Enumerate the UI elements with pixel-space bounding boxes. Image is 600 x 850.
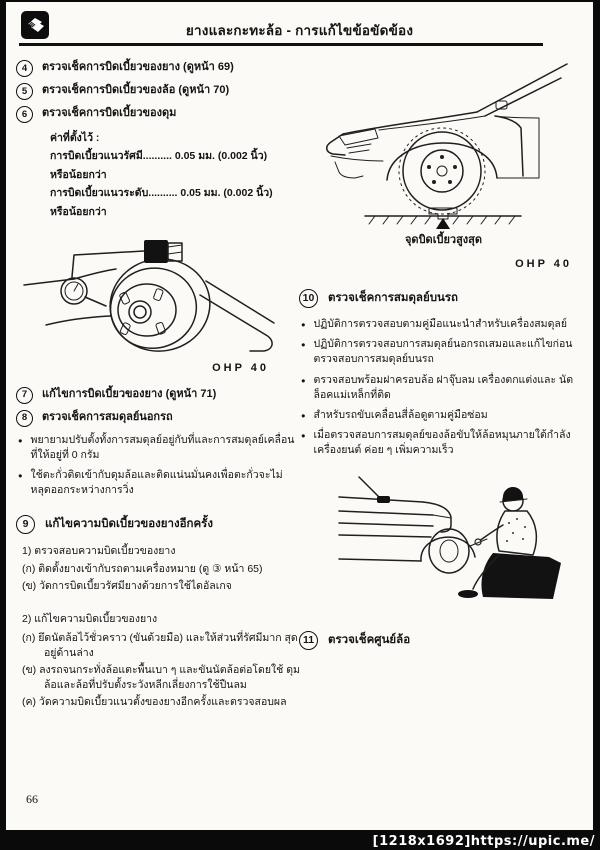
spec-line: การบิดเบี้ยวแนวรัศมี.......... 0.05 มม. …	[50, 150, 268, 163]
bullet-item: ปฏิบัติการตรวจสอบการสมดุลย์นอกรถเสมอและแ…	[301, 337, 588, 367]
sublist-heading: 2) แก้ไขความบิดเบี้ยวของยาง	[22, 613, 158, 626]
figure-car-front-runout-point	[326, 63, 568, 229]
list-item: 8 ตรวจเช็คการสมดุลย์นอกรถ	[16, 409, 303, 427]
list-item: 7 แก้ไขการบิดเบี้ยวของยาง (ดูหน้า 71)	[16, 386, 303, 404]
page-title: ยางและกะทะล้อ - การแก้ไขข้อขัดข้อง	[185, 23, 414, 38]
section-11-heading: 11 ตรวจเช็คศูนย์ล้อ	[299, 630, 588, 650]
bullet-item: พยายามปรับตั้งทั้งการสมดุลย์อยู่กับที่แล…	[18, 433, 303, 463]
bullet-text: สำหรับรถขับเคลื่อนสี่ล้อดูตามคู่มือซ่อม	[313, 408, 488, 421]
bullet-item: สำหรับรถขับเคลื่อนสี่ล้อดูตามคู่มือซ่อม	[301, 408, 588, 423]
bullet-text: ใช้ตะกั่วติดเข้ากับดุมล้อและติดแน่นมั่นค…	[30, 469, 283, 497]
circled-number: 5	[16, 83, 33, 100]
list-item-text: แก้ไขการบิดเบี้ยวของยาง (ดูหน้า 71)	[42, 387, 217, 400]
spec-line: หรือน้อยกว่า	[50, 168, 107, 181]
figure-mechanic-on-car-balance	[338, 475, 561, 599]
list-item-text: ตรวจเช็คการบิดเบี้ยวของล้อ (ดูหน้า 70)	[42, 84, 230, 96]
sublist-item: (ก) ยึดนัตล้อไว้ชั่วคราว (ขันด้วยมือ) แล…	[22, 631, 298, 659]
section-title: ตรวจเช็คศูนย์ล้อ	[328, 633, 411, 646]
right-column: จุดบิดเบี้ยวสูงสุด OHP 40 10 ตรวจเช็คการ…	[299, 58, 588, 650]
section-10-heading: 10 ตรวจเช็คการสมดุลย์บนรถ	[299, 288, 588, 308]
figure-caption: จุดบิดเบี้ยวสูงสุด	[404, 234, 483, 246]
circled-number: 10	[299, 288, 318, 308]
list-item-text: ตรวจเช็คการสมดุลย์นอกรถ	[42, 410, 173, 423]
circled-number: 9	[16, 514, 35, 534]
list-item: 4 ตรวจเช็คการบิดเบี้ยวของยาง (ดูหน้า 69)	[16, 60, 303, 77]
manual-logo	[21, 11, 49, 39]
circled-number: 6	[16, 106, 33, 123]
bullet-text: เมื่อตรวจสอบการสมดุลย์ของล้อขับให้ล้อหมุ…	[313, 429, 571, 457]
page-number: 66	[26, 792, 38, 806]
figure-label-ohp: OHP 40	[515, 257, 572, 270]
header-divider	[19, 43, 543, 46]
list-item: 5 ตรวจเช็คการบิดเบี้ยวของล้อ (ดูหน้า 70)	[16, 83, 303, 100]
spec-block: ค่าที่ตั้งไว้ : การบิดเบี้ยวแนวรัศมี....…	[50, 129, 303, 221]
spec-line: การบิดเบี้ยวแนวระดับ.......... 0.05 มม. …	[50, 187, 273, 200]
bullet-item: ใช้ตะกั่วติดเข้ากับดุมล้อและติดแน่นมั่นค…	[18, 468, 303, 498]
circled-number: 4	[16, 60, 33, 77]
bullet-item: ตรวจสอบพร้อมฝาครอบล้อ ฝาจุ๊บลม เครื่องตก…	[301, 373, 588, 403]
list-item: 6 ตรวจเช็คการบิดเบี้ยวของดุม	[16, 106, 303, 123]
bullet-item: ปฏิบัติการตรวจสอบตามคู่มือแนะนำสำหรับเคร…	[301, 317, 588, 332]
section-title: แก้ไขความบิดเบี้ยวของยางอีกครั้ง	[45, 517, 213, 530]
bullet-text: พยายามปรับตั้งทั้งการสมดุลย์อยู่กับที่แล…	[30, 433, 295, 462]
figure-label-ohp: OHP 40	[212, 361, 269, 374]
spec-line: หรือน้อยกว่า	[50, 205, 107, 218]
bullet-text: ตรวจสอบพร้อมฝาครอบล้อ ฝาจุ๊บลม เครื่องตก…	[313, 373, 574, 401]
watermark-text: [1218x1692]https://upic.me/	[372, 834, 595, 849]
sublist-item: (ข) ลงรถจนกระทั่งล้อแตะพื้นเบา ๆ และขันน…	[22, 664, 300, 692]
section-9-heading: 9 แก้ไขความบิดเบี้ยวของยางอีกครั้ง	[16, 514, 303, 534]
paper-page: ยางและกะทะล้อ - การแก้ไขข้อขัดข้อง 4 ตรว…	[6, 2, 593, 830]
list-item-text: ตรวจเช็คการบิดเบี้ยวของดุม	[42, 107, 177, 119]
sublist-heading: 1) ตรวจสอบความบิดเบี้ยวของยาง	[22, 544, 176, 557]
sublist-item: (ก) ติดตั้งยางเข้ากับรถตามเครื่องหมาย (ด…	[22, 562, 263, 575]
circled-number: 11	[299, 630, 318, 650]
figure-hub-runout-dial-gauge	[23, 239, 275, 352]
bullet-text: ปฏิบัติการตรวจสอบตามคู่มือแนะนำสำหรับเคร…	[313, 317, 568, 330]
circled-number: 7	[16, 386, 33, 404]
sublist-item: (ค) วัดความบิดเบี้ยวแนวตั้งของยางอีกครั้…	[22, 696, 287, 709]
bullet-text: ปฏิบัติการตรวจสอบการสมดุลย์นอกรถเสมอและแ…	[313, 338, 573, 366]
sublist-item: (ข) วัดการบิดเบี้ยวรัศมียางด้วยการใช้ไดอ…	[22, 580, 232, 593]
section-title: ตรวจเช็คการสมดุลย์บนรถ	[328, 292, 459, 305]
open-book-icon	[28, 18, 44, 32]
left-column: 4 ตรวจเช็คการบิดเบี้ยวของยาง (ดูหน้า 69)…	[16, 60, 303, 713]
circled-number: 8	[16, 409, 33, 427]
list-item-text: ตรวจเช็คการบิดเบี้ยวของยาง (ดูหน้า 69)	[42, 61, 234, 73]
bullet-item: เมื่อตรวจสอบการสมดุลย์ของล้อขับให้ล้อหมุ…	[301, 428, 588, 458]
spec-label: ค่าที่ตั้งไว้ :	[50, 132, 100, 144]
